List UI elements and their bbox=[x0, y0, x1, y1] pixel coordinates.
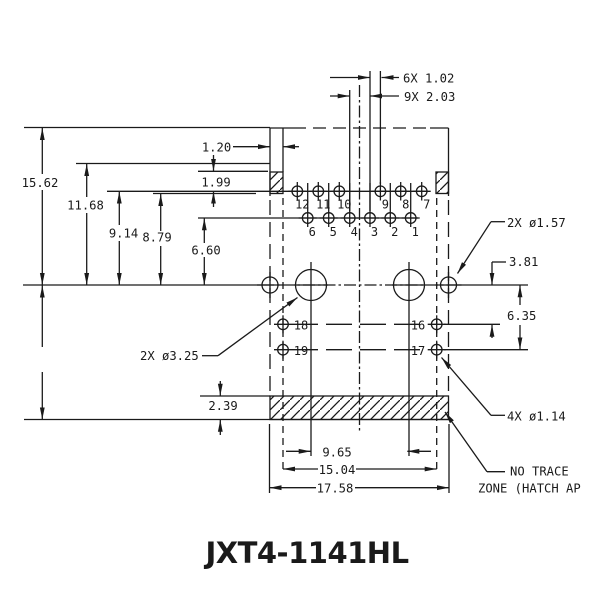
dim-row1-offset: 3.81 bbox=[509, 255, 538, 269]
corner-holes bbox=[257, 272, 462, 298]
pin-label: 10 bbox=[337, 198, 351, 212]
pin-label: 2 bbox=[391, 225, 398, 239]
dim-edge-to-pad: 1.20 bbox=[202, 141, 231, 155]
dim-circle-span: 9.65 bbox=[322, 446, 351, 460]
part-number-title: JXT4-1141HL bbox=[203, 536, 408, 570]
dim-overall-width: 17.58 bbox=[317, 482, 354, 496]
dim-top-row-height: 9.14 bbox=[109, 227, 138, 241]
dim-bottom-row-height: 6.60 bbox=[191, 244, 220, 258]
pin-label: 5 bbox=[330, 225, 337, 239]
note-line1: NO TRACE bbox=[510, 465, 569, 479]
dim-shield-line-height: 11.68 bbox=[67, 199, 104, 213]
pin-label: 7 bbox=[423, 198, 430, 212]
pin-label: 12 bbox=[295, 198, 309, 212]
mounting-holes bbox=[294, 268, 426, 302]
shield-pad-left bbox=[269, 171, 284, 195]
pin-label: 8 bbox=[402, 198, 409, 212]
pin-label: 6 bbox=[309, 225, 316, 239]
dim-big-holes: 2X ø3.25 bbox=[140, 349, 199, 363]
dim-strip-height: 2.39 bbox=[208, 399, 237, 413]
pin-label: 4 bbox=[351, 225, 358, 239]
pin-label: 9 bbox=[382, 198, 389, 212]
pin-label: 16 bbox=[411, 319, 425, 333]
extension-lines bbox=[23, 71, 528, 493]
pin-label: 1 bbox=[412, 225, 419, 239]
dim-shield-pad-height: 8.79 bbox=[142, 231, 171, 245]
pin-label: 3 bbox=[371, 225, 378, 239]
dim-row2-offset: 6.35 bbox=[507, 309, 536, 323]
note-line2: ZONE (HATCH AP bbox=[478, 482, 581, 496]
pin-label: 19 bbox=[294, 344, 308, 358]
dimension-lines bbox=[39, 75, 523, 491]
dim-row-offset: 6X 1.02 bbox=[403, 72, 454, 86]
leader-lines bbox=[202, 221, 505, 473]
pin-label: 18 bbox=[294, 319, 308, 333]
dim-pad-row-gap: 1.99 bbox=[201, 176, 230, 190]
dim-corner-holes: 2X ø1.57 bbox=[507, 216, 566, 230]
dim-overall-height: 15.62 bbox=[22, 176, 59, 190]
pin-pads bbox=[274, 182, 446, 359]
dim-pin-pitch: 9X 2.03 bbox=[404, 90, 455, 104]
shield-pad-right bbox=[435, 171, 450, 195]
dim-pad-col-span: 15.04 bbox=[319, 463, 356, 477]
pin-label: 11 bbox=[316, 198, 330, 212]
dim-small-holes: 4X ø1.14 bbox=[507, 410, 566, 424]
pin-label: 17 bbox=[411, 344, 425, 358]
dimension-texts: 6X 1.02 9X 2.03 15.62 11.68 9.14 8.79 6.… bbox=[22, 72, 581, 496]
